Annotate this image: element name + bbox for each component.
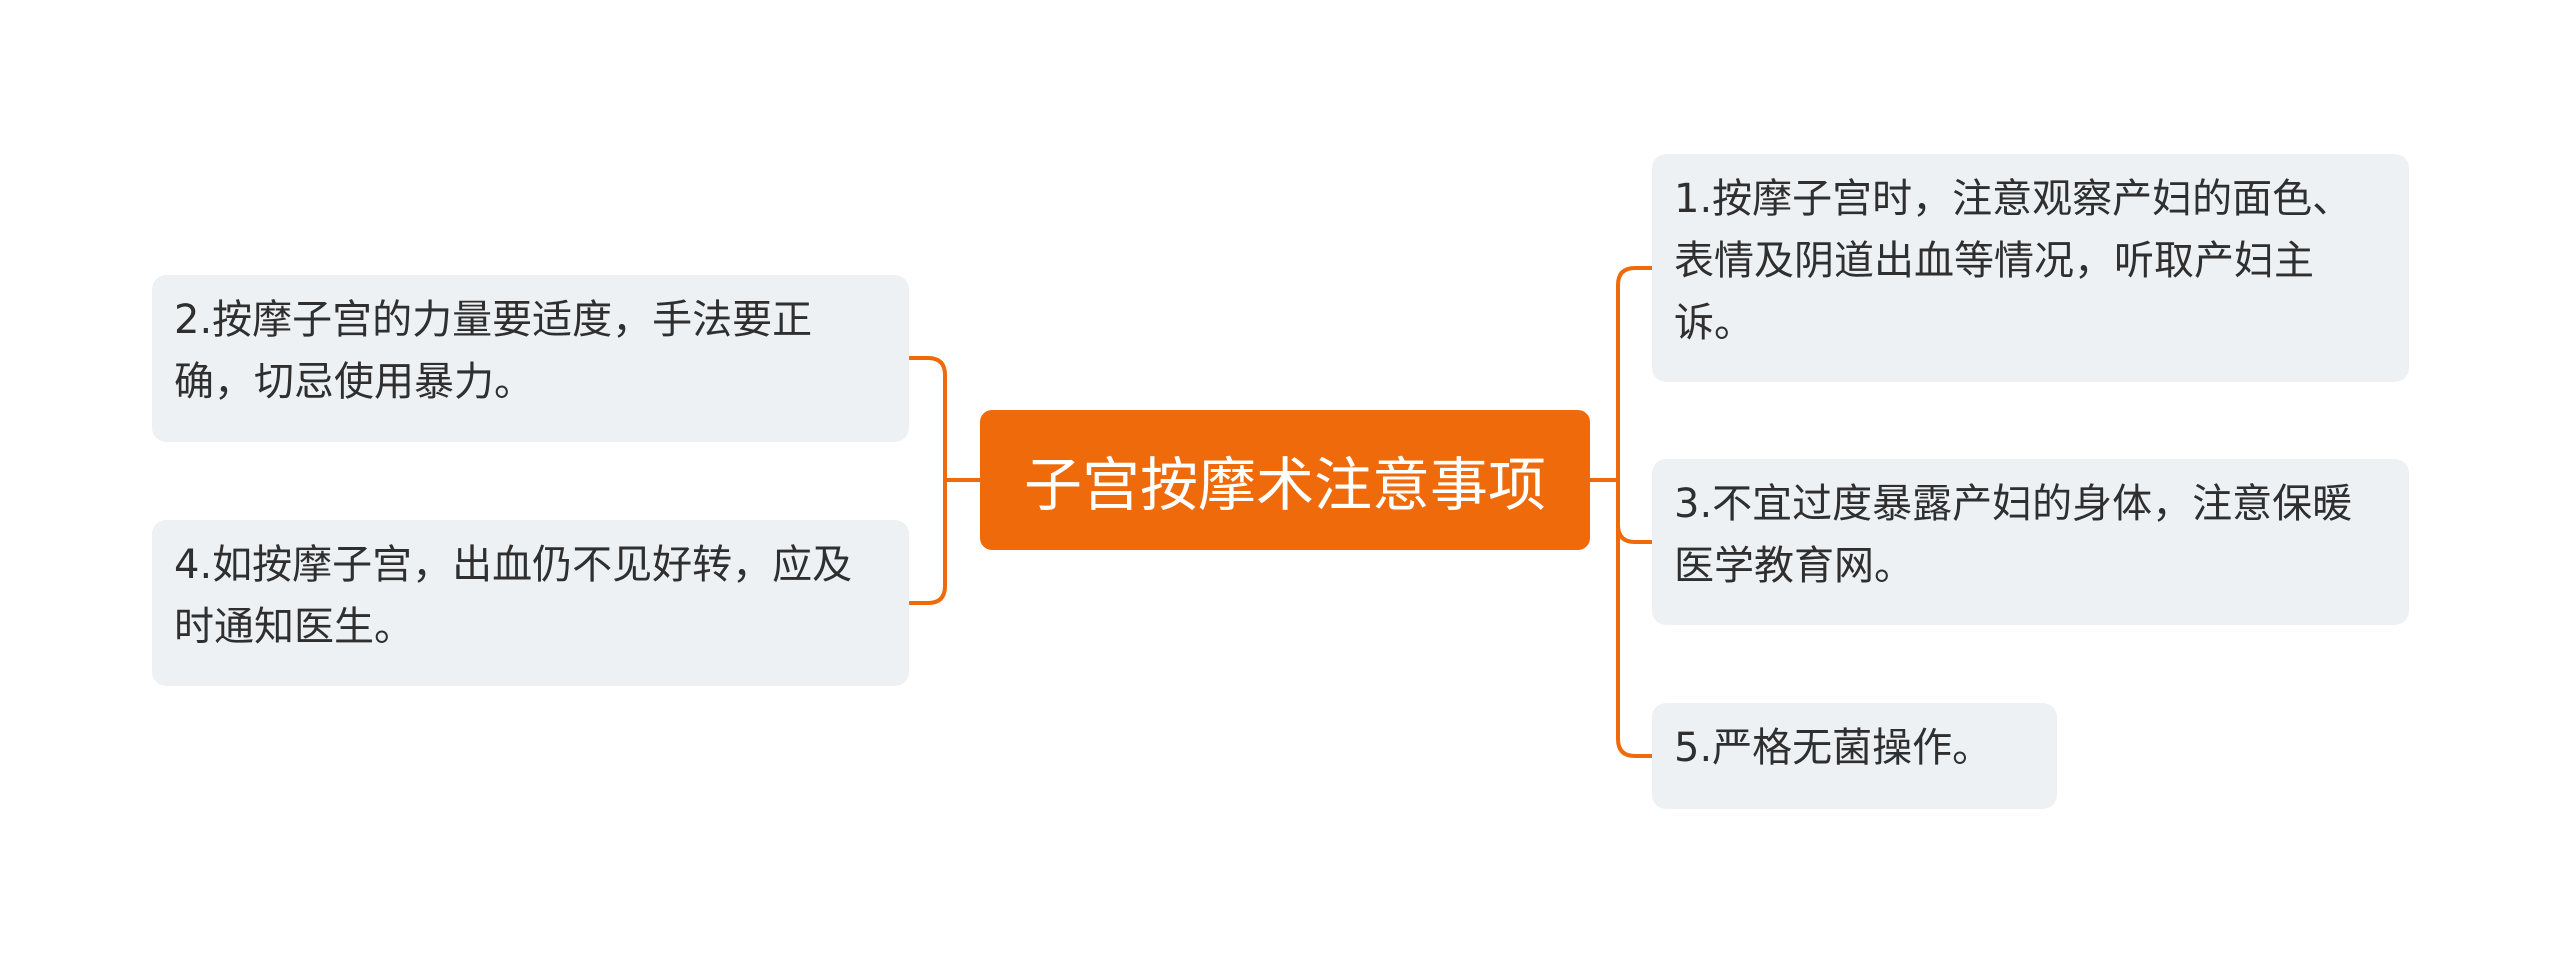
topic-node-5[interactable]: 5.严格无菌操作。 [1652,703,2057,809]
connector-right-n5 [1616,478,1654,758]
root-topic-label: 子宫按摩术注意事项 [1023,451,1546,519]
connector-right-n1 [1616,266,1654,482]
connector-left-n4 [908,478,947,605]
topic-node-4[interactable]: 4.如按摩子宫，出血仍不见好转，应及时通知医生。 [152,520,909,686]
topic-node-5-text: 5.严格无菌操作。 [1674,725,1993,771]
topic-node-3-text: 3.不宜过度暴露产妇的身体，注意保暖医学教育网。 [1674,481,2353,589]
connector-left-n2 [908,356,947,482]
topic-node-1[interactable]: 1.按摩子宫时，注意观察产妇的面色、表情及阴道出血等情况，听取产妇主诉。 [1652,154,2409,382]
topic-node-2[interactable]: 2.按摩子宫的力量要适度，手法要正确，切忌使用暴力。 [152,275,909,442]
root-topic[interactable]: 子宫按摩术注意事项 [980,410,1590,550]
connector-right-n3 [1616,478,1654,544]
topic-node-3[interactable]: 3.不宜过度暴露产妇的身体，注意保暖医学教育网。 [1652,459,2409,625]
topic-node-2-text: 2.按摩子宫的力量要适度，手法要正确，切忌使用暴力。 [174,297,813,405]
topic-node-4-text: 4.如按摩子宫，出血仍不见好转，应及时通知医生。 [174,542,853,650]
topic-node-1-text: 1.按摩子宫时，注意观察产妇的面色、表情及阴道出血等情况，听取产妇主诉。 [1674,176,2353,346]
